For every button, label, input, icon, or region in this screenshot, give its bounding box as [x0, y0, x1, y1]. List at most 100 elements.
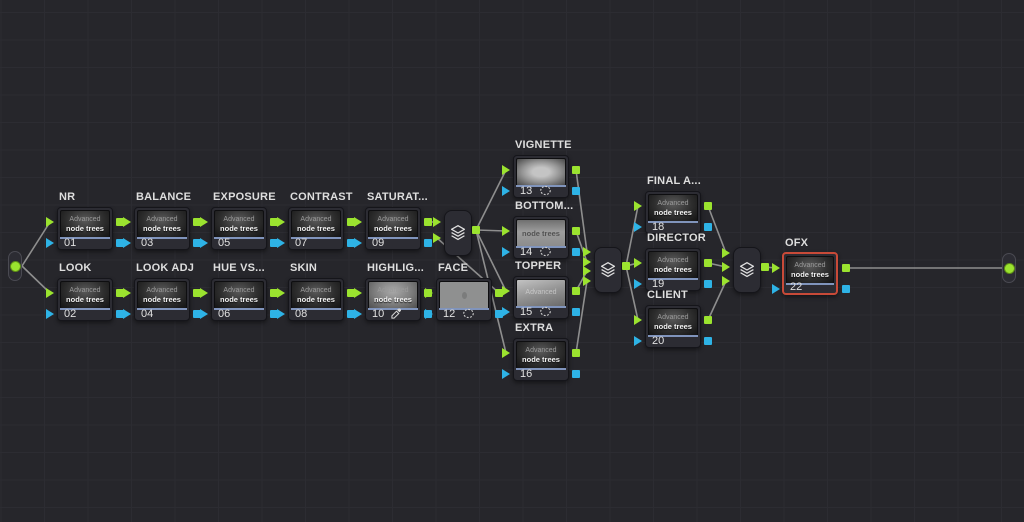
key-output-port[interactable] [572, 187, 580, 195]
rgb-input-port[interactable] [123, 217, 131, 227]
key-output-port[interactable] [270, 239, 278, 247]
key-output-port[interactable] [347, 239, 355, 247]
layer-mixer-node[interactable] [733, 247, 761, 293]
key-output-port[interactable] [347, 310, 355, 318]
mixer-input-port[interactable] [583, 257, 591, 267]
rgb-input-port[interactable] [425, 288, 433, 298]
rgb-input-port[interactable] [354, 288, 362, 298]
rgb-output-port[interactable] [572, 227, 580, 235]
rgb-output-port[interactable] [193, 289, 201, 297]
mixer-input-port[interactable] [722, 276, 730, 286]
key-input-port[interactable] [425, 309, 433, 319]
rgb-output-port[interactable] [704, 259, 712, 267]
rgb-input-port[interactable] [502, 226, 510, 236]
key-input-port[interactable] [502, 186, 510, 196]
mixer-output-port[interactable] [761, 263, 769, 271]
mixer-input-port[interactable] [722, 262, 730, 272]
key-output-port[interactable] [424, 239, 432, 247]
key-input-port[interactable] [502, 307, 510, 317]
connection-line[interactable] [21, 265, 51, 294]
key-input-port[interactable] [277, 309, 285, 319]
connection-line[interactable] [707, 280, 727, 321]
mixer-input-port[interactable] [583, 266, 591, 276]
rgb-input-port[interactable] [502, 286, 510, 296]
rgb-input-port[interactable] [502, 348, 510, 358]
key-input-port[interactable] [354, 309, 362, 319]
key-input-port[interactable] [502, 247, 510, 257]
key-output-port[interactable] [270, 310, 278, 318]
key-input-port[interactable] [634, 279, 642, 289]
rgb-input-port[interactable] [123, 288, 131, 298]
key-input-port[interactable] [200, 238, 208, 248]
rgb-output-port[interactable] [270, 218, 278, 226]
rgb-input-port[interactable] [277, 288, 285, 298]
connection-line[interactable] [707, 205, 727, 254]
key-output-port[interactable] [116, 239, 124, 247]
connection-line[interactable] [475, 229, 507, 232]
mixer-input-port[interactable] [583, 247, 591, 257]
key-input-port[interactable] [634, 336, 642, 346]
key-output-port[interactable] [495, 310, 503, 318]
layer-mixer-node[interactable] [594, 247, 622, 293]
rgb-input-port[interactable] [46, 288, 54, 298]
key-output-port[interactable] [704, 337, 712, 345]
key-input-port[interactable] [200, 309, 208, 319]
key-input-port[interactable] [502, 369, 510, 379]
rgb-input-port[interactable] [772, 263, 780, 273]
rgb-output-port[interactable] [495, 289, 503, 297]
rgb-output-port[interactable] [704, 202, 712, 210]
rgb-input-port[interactable] [634, 258, 642, 268]
key-input-port[interactable] [46, 309, 54, 319]
rgb-output-port[interactable] [116, 218, 124, 226]
key-output-port[interactable] [193, 239, 201, 247]
key-input-port[interactable] [277, 238, 285, 248]
connection-line[interactable] [21, 221, 51, 267]
key-output-port[interactable] [193, 310, 201, 318]
rgb-input-port[interactable] [46, 217, 54, 227]
rgb-output-port[interactable] [572, 349, 580, 357]
connection-line[interactable] [625, 265, 639, 321]
connection-line[interactable] [475, 229, 507, 292]
connection-line[interactable] [575, 280, 588, 354]
mixer-input-port[interactable] [433, 217, 441, 227]
connection-line[interactable] [575, 169, 588, 253]
rgb-input-port[interactable] [502, 165, 510, 175]
rgb-output-port[interactable] [347, 289, 355, 297]
mixer-input-port[interactable] [433, 233, 441, 243]
key-input-port[interactable] [46, 238, 54, 248]
mixer-input-port[interactable] [583, 276, 591, 286]
rgb-output-port[interactable] [572, 166, 580, 174]
rgb-output-port[interactable] [270, 289, 278, 297]
rgb-output-port[interactable] [572, 287, 580, 295]
rgb-output-port[interactable] [424, 218, 432, 226]
rgb-output-port[interactable] [704, 316, 712, 324]
key-output-port[interactable] [572, 308, 580, 316]
mixer-output-port[interactable] [622, 262, 630, 270]
key-output-port[interactable] [842, 285, 850, 293]
rgb-output-port[interactable] [116, 289, 124, 297]
mixer-output-port[interactable] [472, 226, 480, 234]
output-node[interactable] [1002, 253, 1016, 283]
source-node[interactable] [8, 251, 22, 281]
key-output-port[interactable] [116, 310, 124, 318]
rgb-output-port[interactable] [347, 218, 355, 226]
rgb-input-port[interactable] [277, 217, 285, 227]
key-input-port[interactable] [123, 309, 131, 319]
